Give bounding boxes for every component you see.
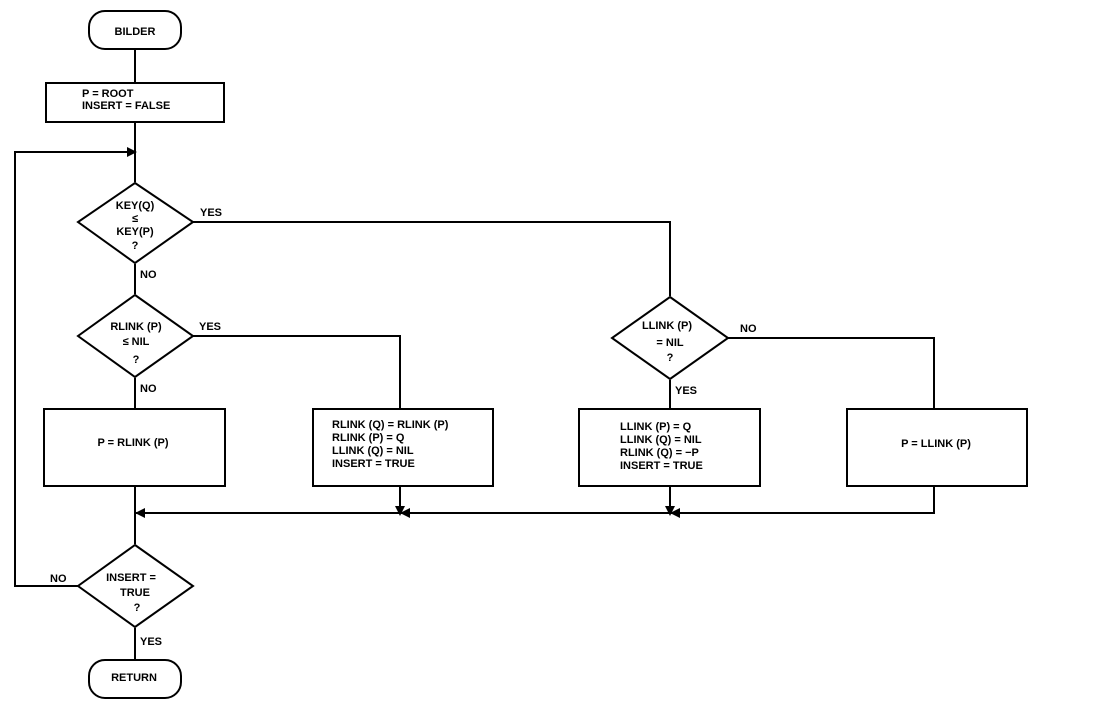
connector-rlink-yes [193, 335, 401, 408]
decision-rlink-line-2: ≤ NIL [123, 336, 150, 348]
arrowhead-loop-in [127, 147, 137, 157]
arrowhead-merge-left-2 [670, 508, 680, 518]
decision-insert-line-1: INSERT = [106, 572, 156, 584]
decision-rlink-yes-label: YES [199, 321, 221, 333]
connector-key-yes [193, 221, 671, 296]
init-box: P = ROOT INSERT = FALSE [45, 82, 225, 123]
arrowhead-merge-rlink [395, 506, 405, 516]
decision-rlink-line-1: RLINK (P) [110, 321, 162, 333]
connector-merge-line [135, 486, 935, 514]
box-p-llink-label: P = LLINK (P) [901, 438, 971, 450]
decision-key-compare: KEY(Q) ≤ KEY(P) ? YES NO [76, 181, 222, 281]
init-line-1: P = ROOT [82, 88, 134, 100]
box-p-rlink-label: P = RLINK (P) [97, 437, 168, 449]
decision-llink-nil: LLINK (P) = NIL ? NO YES [610, 295, 757, 397]
box-llink-insert-line-4: INSERT = TRUE [620, 460, 703, 472]
start-terminal: BILDER [88, 10, 182, 50]
connector-insert-no-loop [14, 151, 135, 587]
decision-llink-yes-label: YES [675, 385, 697, 397]
start-label: BILDER [115, 26, 156, 38]
connector-llink-no [728, 337, 935, 408]
decision-llink-line-2: = NIL [656, 337, 683, 349]
decision-llink-line-1: LLINK (P) [642, 320, 692, 332]
arrowheads [127, 147, 680, 518]
arrowhead-merge-llink [665, 506, 675, 516]
box-llink-insert-line-1: LLINK (P) = Q [620, 421, 692, 433]
box-p-rlink: P = RLINK (P) [43, 408, 226, 487]
box-rlink-insert-line-2: RLINK (P) = Q [332, 432, 405, 444]
decision-key-line-4: ? [132, 240, 139, 252]
decision-key-line-3: KEY(P) [116, 226, 154, 238]
box-rlink-insert-line-1: RLINK (Q) = RLINK (P) [332, 419, 449, 431]
decision-insert-no-label: NO [50, 573, 67, 585]
init-line-2: INSERT = FALSE [82, 100, 170, 112]
decision-rlink-line-3: ? [133, 354, 140, 366]
decision-insert-line-2: TRUE [120, 587, 150, 599]
decision-insert-yes-label: YES [140, 636, 162, 648]
arrowhead-merge-main [135, 508, 145, 518]
box-rlink-insert-line-3: LLINK (Q) = NIL [332, 445, 414, 457]
decision-key-line-1: KEY(Q) [116, 200, 155, 212]
decision-rlink-no-label: NO [140, 383, 157, 395]
box-p-llink: P = LLINK (P) [846, 408, 1028, 487]
box-rlink-insert: RLINK (Q) = RLINK (P) RLINK (P) = Q LLIN… [312, 408, 494, 487]
decision-insert-line-3: ? [134, 602, 141, 614]
end-terminal: RETURN [88, 659, 182, 699]
decision-rlink-nil: RLINK (P) ≤ NIL ? YES NO [76, 293, 221, 395]
arrowhead-merge-left-1 [400, 508, 410, 518]
decision-key-no-label: NO [140, 269, 157, 281]
box-llink-insert: LLINK (P) = Q LLINK (Q) = NIL RLINK (Q) … [578, 408, 761, 487]
decision-llink-no-label: NO [740, 323, 757, 335]
box-llink-insert-line-2: LLINK (Q) = NIL [620, 434, 702, 446]
box-rlink-insert-line-4: INSERT = TRUE [332, 458, 415, 470]
decision-key-yes-label: YES [200, 207, 222, 219]
decision-llink-line-3: ? [667, 352, 674, 364]
decision-insert-true: INSERT = TRUE ? NO YES [50, 543, 195, 648]
end-label: RETURN [111, 672, 157, 684]
decision-key-line-2: ≤ [132, 213, 138, 225]
box-llink-insert-line-3: RLINK (Q) = −P [620, 447, 699, 459]
